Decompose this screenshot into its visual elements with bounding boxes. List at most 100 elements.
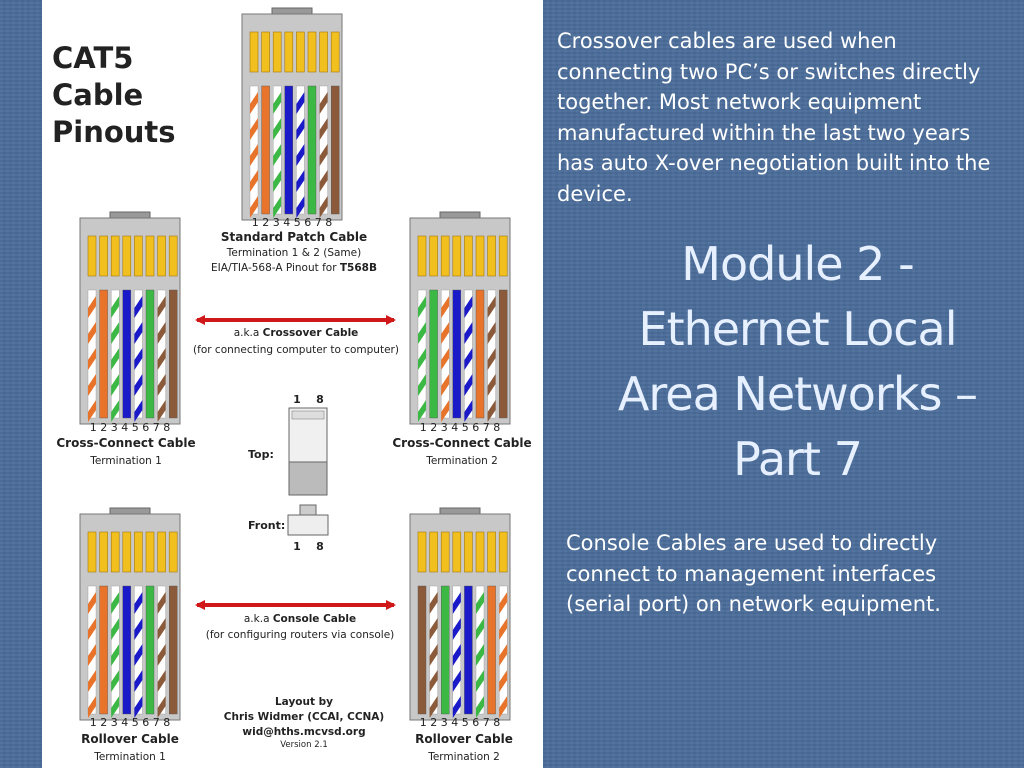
wire-stripe (273, 170, 282, 192)
wire-stripe (441, 348, 450, 370)
connector-top-tab (288, 461, 328, 496)
wire-stripe (499, 592, 508, 614)
crossover-description: Crossover cables are used when connectin… (557, 29, 991, 206)
wire-stripe (499, 618, 508, 640)
connector-front-body (287, 514, 329, 536)
wire-stripe (476, 644, 484, 666)
plug-cross-connect-termination-1 (79, 211, 181, 425)
rj45-connector-diagram: 1 8 Top: Front: 1 8 (248, 393, 329, 553)
wire-stripe (464, 322, 473, 344)
wire-stripe (418, 296, 426, 318)
plug-rollover-termination-1 (79, 507, 181, 721)
pin-numbers-standard: 1 2 3 4 5 6 7 8 (252, 216, 332, 229)
pin-contact (452, 235, 462, 277)
pin-contact (134, 235, 143, 277)
wire-stripe (296, 92, 305, 114)
pin-contact (110, 235, 120, 277)
plug-rollover-termination-2 (409, 507, 511, 721)
pin-contact (452, 531, 462, 573)
connector-front-label: Front: (248, 519, 285, 532)
wire-solid (261, 85, 270, 215)
crossover-note: (for connecting computer to computer) (193, 344, 399, 356)
cross-connect-left-termination: Termination 1 (89, 455, 162, 467)
connector-front-latch (299, 504, 317, 516)
wire-stripe (134, 644, 143, 666)
wire-stripe (250, 92, 258, 114)
pin-contact (157, 531, 166, 573)
pinout-prefix: EIA/TIA-568-A Pinout for (211, 262, 340, 274)
wire-stripe (476, 618, 484, 640)
wire-stripe (157, 322, 166, 344)
wire-stripe (499, 696, 508, 718)
wire-stripe (134, 618, 143, 640)
wire-stripe (418, 322, 426, 344)
wire-stripe (88, 670, 96, 692)
wire-stripe (499, 670, 508, 692)
pin-contact (429, 235, 438, 277)
wire-stripe (250, 196, 258, 218)
plug-standard-patch (241, 7, 343, 221)
wire-stripe (452, 670, 461, 692)
wire-stripe (111, 592, 120, 614)
pin-contact (157, 235, 166, 277)
wire-solid (499, 289, 508, 419)
wire-stripe (429, 644, 438, 666)
wire-stripe (111, 670, 120, 692)
wire-stripe (441, 322, 450, 344)
credits-layout-by: Layout by (275, 696, 333, 708)
slide-heading: Module 2 - Ethernet Local Area Networks … (617, 237, 978, 486)
wire-stripe (273, 118, 282, 140)
wire-stripe (111, 348, 120, 370)
wire-stripe (111, 374, 120, 396)
wire-stripe (88, 348, 96, 370)
pin-contact (498, 531, 508, 573)
wire-stripe (250, 144, 258, 166)
wire-stripe (250, 170, 258, 192)
wire-stripe (157, 670, 166, 692)
console-name: Console Cable (273, 613, 356, 625)
wire-stripe (111, 400, 120, 422)
wire-stripe (88, 618, 96, 640)
pin-contact (168, 531, 178, 573)
standard-termination-label: Termination 1 & 2 (Same) (226, 247, 361, 259)
cross-connect-left-label: Cross-Connect Cable (56, 436, 195, 450)
pin-numbers-ro-left: 1 2 3 4 5 6 7 8 (90, 716, 170, 729)
wire-solid (145, 585, 155, 715)
wire-stripe (319, 196, 328, 218)
rollover-right-label: Rollover Cable (415, 732, 513, 746)
wire-stripe (273, 144, 282, 166)
wire-stripe (476, 670, 484, 692)
pin-numbers-ro-right: 1 2 3 4 5 6 7 8 (420, 716, 500, 729)
wire-stripe (88, 322, 96, 344)
diagram-title: CAT5 Cable Pinouts (52, 41, 176, 149)
wire-stripe (88, 400, 96, 422)
connector-top-contacts (291, 410, 325, 420)
wire-stripe (487, 348, 496, 370)
pin-numbers-cc-right: 1 2 3 4 5 6 7 8 (420, 421, 500, 434)
wire-stripe (111, 322, 120, 344)
pin-contact (249, 31, 259, 73)
wire-stripe (464, 400, 473, 422)
pin-contact (487, 531, 496, 573)
wire-stripe (319, 170, 328, 192)
wire-stripe (111, 696, 120, 718)
pin-contact (464, 235, 473, 277)
wire-solid (487, 585, 496, 715)
pin-contact (145, 531, 155, 573)
connector-front-pin-1: 1 (293, 540, 301, 553)
wire-stripe (429, 670, 438, 692)
connector-top-label: Top: (248, 448, 274, 461)
pin-contact (440, 235, 450, 277)
wire-stripe (134, 696, 143, 718)
rollover-left-termination: Termination 1 (93, 751, 166, 763)
crossover-aka-label: a.k.a Crossover Cable (234, 327, 359, 339)
console-aka: a.k.a (244, 613, 273, 625)
standard-patch-label: Standard Patch Cable (221, 230, 367, 244)
wire-stripe (441, 374, 450, 396)
wire-stripe (476, 696, 484, 718)
wire-stripe (134, 322, 143, 344)
credits-email: wid@hths.mcvsd.org (242, 726, 365, 738)
pin-contact (110, 531, 120, 573)
pin-contact (498, 235, 508, 277)
rollover-left-label: Rollover Cable (81, 732, 179, 746)
